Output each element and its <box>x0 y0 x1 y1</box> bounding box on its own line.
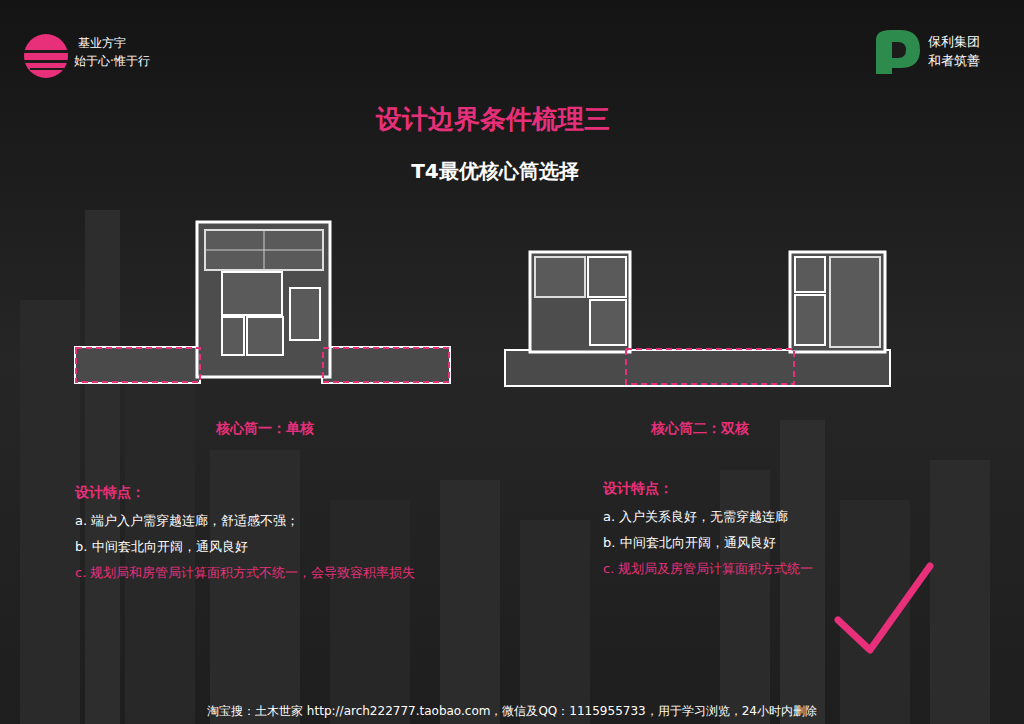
floor-plan-single-core <box>205 230 323 270</box>
list-item: b. 中间套北向开阔，通风良好 <box>75 539 248 555</box>
logo-right <box>892 42 906 58</box>
floor-plan-double-core <box>588 257 626 297</box>
background <box>210 450 300 724</box>
background <box>85 210 120 724</box>
floor-plan-double-core <box>626 349 794 384</box>
floor-plan-double-core <box>505 350 890 386</box>
floor-plan-double-core <box>590 300 626 345</box>
floor-plan-single-core <box>222 272 282 315</box>
list-item: c. 规划局及房管局计算面积方式统一 <box>603 561 813 577</box>
list-item: b. 中间套北向开阔，通风良好 <box>603 535 776 551</box>
check-mark <box>838 566 930 650</box>
floor-plan-single-core <box>75 347 200 383</box>
floor-plan-single-core <box>322 347 450 383</box>
list-item: a. 入户关系良好，无需穿越连廊 <box>603 509 788 525</box>
logo-text: 始于心·惟于行 <box>74 54 150 68</box>
option-label: 核心筒二：双核 <box>651 420 749 437</box>
background <box>720 470 770 724</box>
subtitle: T4最优核心筒选择 <box>411 159 579 183</box>
floor-plan-single-core <box>76 348 200 382</box>
logo-text: 保利集团 <box>928 34 980 50</box>
background <box>520 520 590 724</box>
list-item: a. 端户入户需穿越连廊，舒适感不强； <box>75 513 299 529</box>
logo-left <box>30 68 66 70</box>
logo-text: 基业方宇 <box>78 36 126 50</box>
list-heading: 设计特点： <box>603 480 673 497</box>
list-heading: 设计特点： <box>75 484 145 501</box>
floor-plan-double-core <box>530 252 630 352</box>
floor-plan-double-core <box>795 295 825 345</box>
logo-left <box>24 34 68 78</box>
check-mark <box>838 566 930 650</box>
floor-plan-double-core <box>505 252 890 386</box>
floor-plan-double-core <box>830 257 880 347</box>
floor-plan-double-core <box>795 257 825 292</box>
background <box>440 480 500 724</box>
floor-plan-single-core <box>264 230 265 270</box>
background <box>330 500 410 724</box>
logo-right <box>876 30 920 74</box>
floor-plan-single-core <box>290 288 320 340</box>
background <box>20 300 80 724</box>
logo-left <box>24 50 68 53</box>
logo-left <box>24 60 68 63</box>
floor-plan-double-core <box>790 252 885 352</box>
floor-plan-single-core <box>247 317 283 355</box>
background <box>930 460 990 724</box>
list-item: c. 规划局和房管局计算面积方式不统一，会导致容积率损失 <box>75 565 415 581</box>
floor-plan-single-core <box>75 222 450 383</box>
logo-right <box>876 30 920 74</box>
floor-plan-single-core <box>323 348 449 382</box>
floor-plan-single-core <box>222 317 244 355</box>
option-label: 核心筒一：单核 <box>216 420 314 437</box>
floor-plan-double-core <box>535 257 585 297</box>
title: 设计边界条件梳理三 <box>376 104 610 135</box>
logo-left <box>24 34 68 78</box>
watermark: 淘宝搜：土木世家 http://arch222777.taobao.com，微信… <box>207 704 817 718</box>
logo-text: 和者筑善 <box>928 53 980 69</box>
floor-plan-single-core <box>197 222 330 377</box>
